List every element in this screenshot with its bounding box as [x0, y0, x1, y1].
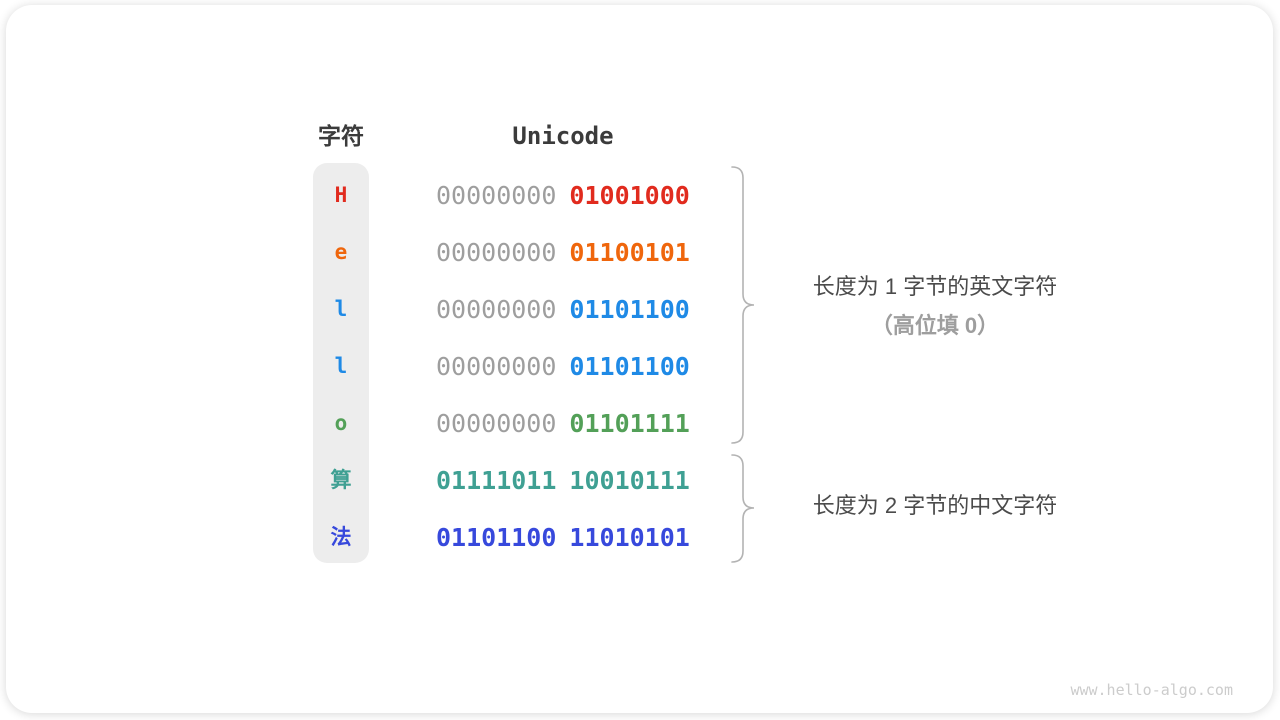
byte-low: 11010101	[569, 523, 690, 552]
unicode-column-header: Unicode	[512, 122, 614, 150]
byte-high: 00000000	[436, 352, 557, 381]
unicode-bits: 00000000 01100101	[436, 224, 690, 281]
char-cell: e	[334, 240, 348, 264]
byte-high: 00000000	[436, 409, 557, 438]
byte-high: 01101100	[436, 523, 557, 552]
char-cell: l	[334, 297, 348, 321]
byte-high: 00000000	[436, 295, 557, 324]
byte-low: 01101100	[569, 352, 690, 381]
char-cell: 法	[330, 525, 352, 549]
table-row: l 00000000 01101100	[6, 281, 1273, 338]
table-row: H 00000000 01001000	[6, 167, 1273, 224]
diagram-card: 字符 Unicode H 00000000 01001000 e 00000000…	[6, 5, 1273, 713]
unicode-bits: 00000000 01101111	[436, 395, 690, 452]
english-group-brace-icon	[731, 166, 755, 444]
table-row: l 00000000 01101100	[6, 338, 1273, 395]
byte-low: 01001000	[569, 181, 690, 210]
char-column-header: 字符	[318, 123, 364, 149]
byte-low: 01101100	[569, 295, 690, 324]
table-row: 算 01111011 10010111	[6, 452, 1273, 509]
unicode-bits: 01111011 10010111	[436, 452, 690, 509]
table-row: o 00000000 01101111	[6, 395, 1273, 452]
group-braces	[731, 166, 755, 563]
unicode-bits: 00000000 01101100	[436, 281, 690, 338]
chinese-group-brace-icon	[731, 454, 755, 563]
byte-high: 00000000	[436, 181, 557, 210]
byte-low: 01101111	[569, 409, 690, 438]
watermark: www.hello-algo.com	[1070, 681, 1233, 699]
byte-high: 00000000	[436, 238, 557, 267]
char-cell: H	[334, 183, 348, 207]
char-cell: l	[334, 354, 348, 378]
char-column-background	[313, 163, 369, 563]
table-row: 法 01101100 11010101	[6, 509, 1273, 566]
char-cell: o	[334, 411, 348, 435]
byte-high: 01111011	[436, 466, 557, 495]
byte-low: 01100101	[569, 238, 690, 267]
annotation-subline: （高位填 0）	[870, 313, 1000, 338]
table-row: e 00000000 01100101	[6, 224, 1273, 281]
annotation-line: 长度为 1 字节的英文字符	[812, 274, 1058, 299]
annotation-chinese-chars: 长度为 2 字节的中文字符	[774, 493, 1096, 519]
unicode-bits: 00000000 01101100	[436, 338, 690, 395]
unicode-bits: 01101100 11010101	[436, 509, 690, 566]
annotation-line: 长度为 2 字节的中文字符	[812, 493, 1058, 518]
byte-low: 10010111	[569, 466, 690, 495]
unicode-bits: 00000000 01001000	[436, 167, 690, 224]
char-cell: 算	[330, 468, 352, 492]
annotation-english-chars: 长度为 1 字节的英文字符 （高位填 0）	[774, 274, 1096, 339]
